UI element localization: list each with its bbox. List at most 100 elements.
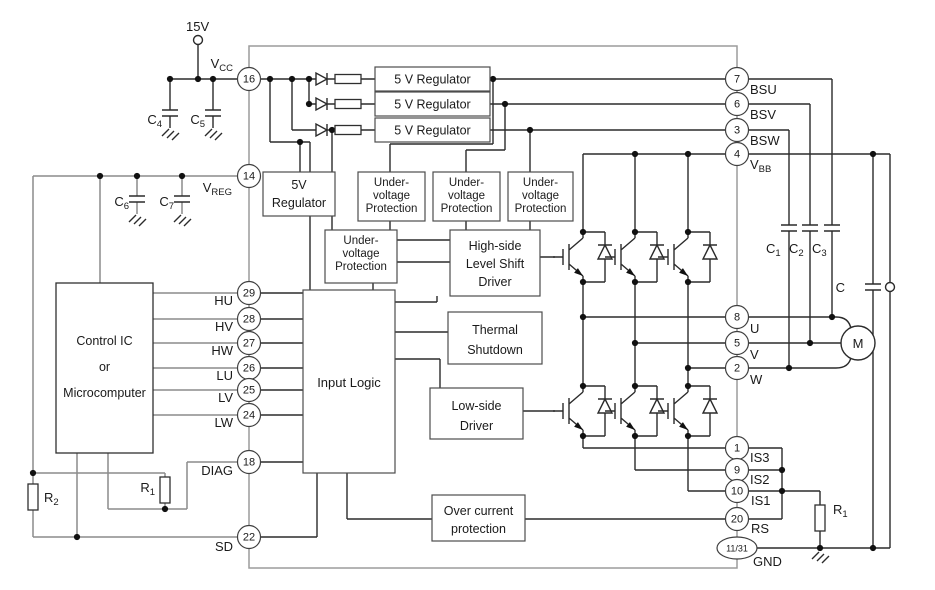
main-wiring — [166, 44, 891, 552]
block-label: Protection — [515, 203, 567, 215]
svg-text:VCC: VCC — [211, 56, 234, 74]
svg-text:7: 7 — [734, 74, 740, 86]
pin-3-bsw: 3 BSW — [724, 117, 780, 148]
block-overcurrent-protection — [431, 494, 526, 542]
c2-label: C2 — [789, 241, 804, 259]
igbt-high-u — [552, 228, 613, 286]
svg-text:RS: RS — [751, 521, 769, 536]
pin-8-u: 8 U — [724, 304, 759, 336]
svg-text:16: 16 — [243, 74, 255, 86]
pin-10-is1: 10 IS1 — [724, 478, 771, 508]
ground-symbol — [161, 128, 180, 141]
svg-text:GND: GND — [753, 554, 782, 569]
ic-pins-left: 16 VCC 14 VREG 29 HU 28 HV 27 HW 26 LU 2… — [201, 56, 262, 554]
block-label: Under- — [449, 177, 484, 189]
svg-text:25: 25 — [243, 385, 255, 397]
svg-text:V: V — [750, 347, 759, 362]
svg-text:27: 27 — [243, 338, 255, 350]
r1-sense-label: R1 — [833, 502, 848, 520]
motor-icon — [840, 325, 876, 361]
pin-28-hv: 28 HV — [215, 306, 262, 334]
component-labels: 15V C4 C5 C6 C7 C1 C2 C3 C R2 R1 R1 M — [44, 19, 863, 520]
svg-text:10: 10 — [731, 486, 743, 498]
svg-text:24: 24 — [243, 410, 255, 422]
pin-18-diag: 18 DIAG — [201, 449, 262, 478]
block-thermal-shutdown — [447, 311, 543, 365]
block-5v-regulator-1 — [374, 66, 491, 92]
bootstrap-diode-3 — [315, 123, 328, 137]
supply-terminal-15v — [192, 34, 204, 46]
svg-text:HU: HU — [214, 293, 233, 308]
resistor-r1-sense — [814, 504, 826, 532]
ground-symbol — [204, 128, 223, 141]
c-bus-label: C — [836, 280, 845, 295]
capacitor-c3 — [823, 224, 841, 232]
pin-1-is3: 1 IS3 — [724, 435, 770, 465]
svg-text:2: 2 — [734, 363, 740, 375]
supply-15v-label: 15V — [186, 19, 209, 34]
capacitor-c1 — [780, 224, 798, 232]
passive-components — [27, 34, 896, 564]
block-high-side-driver — [449, 229, 541, 297]
block-uv-protection-w — [507, 171, 574, 222]
block-label: or — [99, 360, 110, 374]
ground-symbol — [811, 551, 830, 564]
function-blocks: 5 V Regulator 5 V Regulator 5 V Regulato… — [55, 66, 574, 542]
svg-text:DIAG: DIAG — [201, 463, 233, 478]
block-5v-regulator-3 — [374, 117, 491, 143]
svg-text:3: 3 — [734, 125, 740, 137]
block-control-ic — [55, 282, 154, 454]
block-label: protection — [451, 522, 506, 536]
svg-text:IS3: IS3 — [750, 450, 770, 465]
svg-text:18: 18 — [243, 457, 255, 469]
block-label: 5 V Regulator — [394, 73, 470, 87]
svg-text:26: 26 — [243, 363, 255, 375]
pin-5-v: 5 V — [724, 330, 759, 362]
block-low-side-driver — [429, 387, 524, 440]
ic-pins-right: 7 BSU 6 BSV 3 BSW 4 VBB 8 U 5 V 2 W 1 IS — [716, 66, 782, 569]
block-uv-protection-v — [432, 171, 501, 222]
svg-text:SD: SD — [215, 539, 233, 554]
block-5v-regulator-2 — [374, 91, 491, 117]
block-label: Over current — [444, 504, 514, 518]
pin-4-vbb: 4 VBB — [724, 141, 771, 175]
pin-11-31-gnd: 11/31 GND — [716, 536, 782, 569]
block-label: Microcomputer — [63, 386, 146, 400]
svg-text:HW: HW — [211, 343, 233, 358]
bootstrap-resistor-3 — [334, 124, 362, 136]
block-label: Under- — [374, 177, 409, 189]
block-label: Input Logic — [317, 375, 381, 390]
svg-text:U: U — [750, 321, 759, 336]
igbt-high-v — [604, 228, 665, 286]
pin-16-vcc: 16 VCC — [211, 56, 262, 92]
svg-text:LV: LV — [218, 390, 233, 405]
svg-text:BSV: BSV — [750, 107, 776, 122]
block-label: Protection — [335, 261, 387, 273]
pin-14-vreg: 14 VREG — [203, 163, 262, 198]
block-label: voltage — [522, 190, 559, 202]
svg-text:28: 28 — [243, 314, 255, 326]
svg-text:VREG: VREG — [203, 180, 232, 198]
block-vreg-regulator — [262, 171, 336, 217]
igbt-high-w — [657, 228, 718, 286]
svg-text:14: 14 — [243, 171, 255, 183]
svg-text:VBB: VBB — [750, 157, 771, 175]
svg-text:11/31: 11/31 — [726, 544, 748, 554]
block-label: High-side — [469, 239, 522, 253]
igbt-low-u — [552, 382, 613, 440]
svg-text:22: 22 — [243, 532, 255, 544]
capacitor-c5 — [204, 109, 222, 117]
block-label: Driver — [460, 419, 493, 433]
c5-label: C5 — [190, 112, 205, 130]
block-label: 5 V Regulator — [394, 124, 470, 138]
c1-label: C1 — [766, 241, 781, 259]
svg-text:29: 29 — [243, 288, 255, 300]
capacitor-c7 — [173, 195, 191, 203]
igbt-low-v — [604, 382, 665, 440]
svg-text:6: 6 — [734, 99, 740, 111]
capacitor-c2 — [801, 224, 819, 232]
capacitor-c-bus — [864, 283, 882, 291]
bootstrap-resistor-2 — [334, 98, 362, 110]
